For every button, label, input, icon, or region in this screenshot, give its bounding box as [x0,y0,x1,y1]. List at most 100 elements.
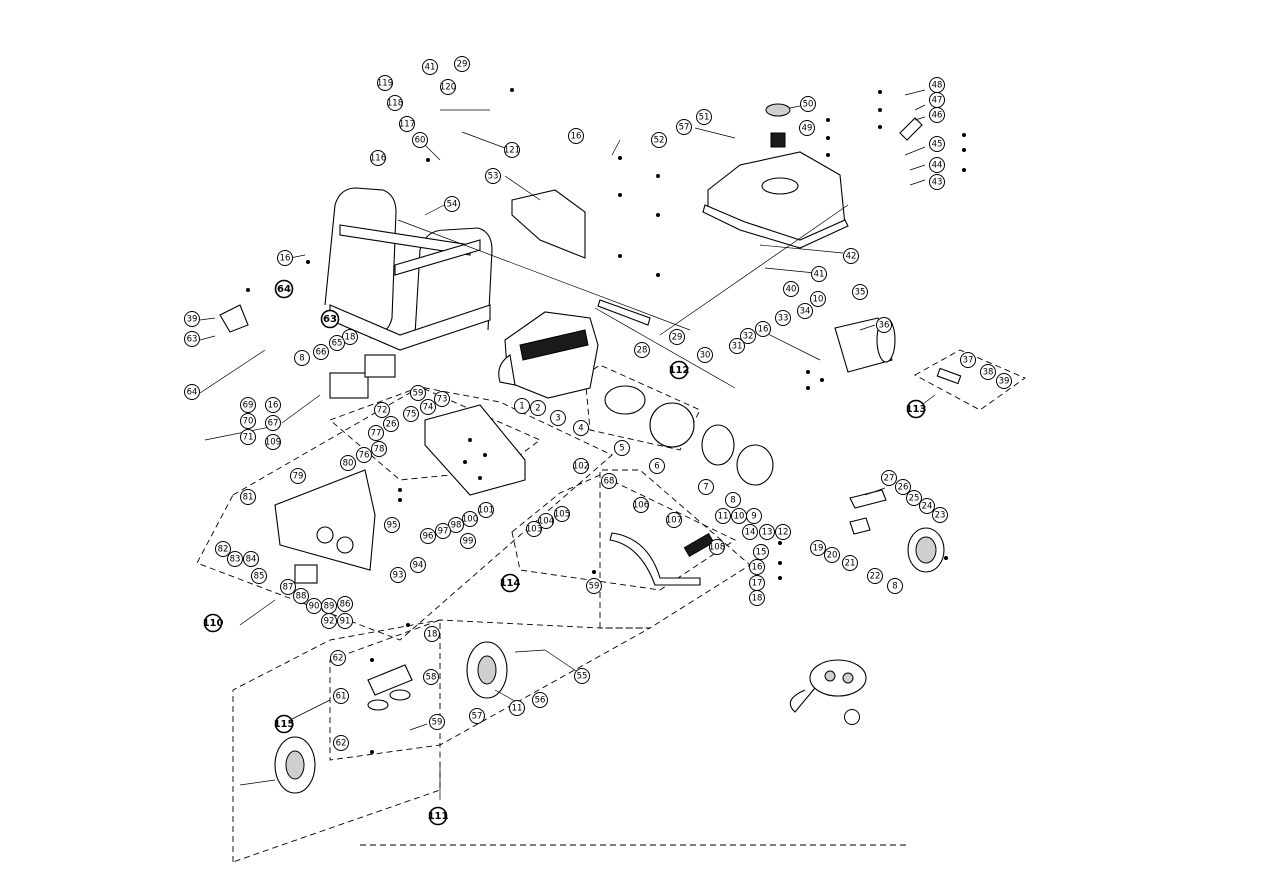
callout-29-3: 29 [454,56,470,72]
callout-label: 63 [323,314,337,325]
callout-circle [184,331,200,347]
callout-78-71: 78 [371,441,387,457]
callout-circle [243,551,259,567]
callout-label: 88 [296,592,307,602]
callout-47-16: 47 [929,92,945,108]
callout-57-136: 57 [469,708,485,724]
remote-carabiner [789,687,816,713]
callout-15-123: 15 [753,544,769,560]
callout-23-83: 23 [932,507,948,523]
callout-label: 26 [898,483,909,493]
support-leg [367,664,413,711]
callout-16-23: 16 [277,250,293,266]
callout-label: 55 [577,672,588,682]
callout-label: 84 [246,555,257,565]
battery-box [364,354,396,378]
callout-circle [277,250,293,266]
callout-circle [203,613,223,633]
callout-circle [929,157,945,173]
callout-98-87: 98 [448,517,464,533]
callout-label: 103 [526,525,542,535]
callout-label: 17 [752,579,763,589]
callout-circle [709,539,725,555]
callout-label: 46 [932,111,943,121]
callout-circle [526,521,542,537]
callout-circle [797,303,813,319]
engine-recoil [498,354,516,386]
callout-13-101: 13 [759,524,775,540]
callout-label: 68 [604,477,615,487]
callout-label: 38 [983,368,994,378]
callout-109-64: 109 [265,434,281,450]
callout-19-103: 19 [810,540,826,556]
callout-label: 33 [778,314,789,324]
callout-circle [715,508,731,524]
callout-label: 53 [488,172,499,182]
callout-99-91: 99 [460,533,476,549]
callout-label: 16 [752,563,763,573]
callout-circle [399,116,415,132]
callout-29-36: 29 [669,329,685,345]
callout-49-14: 49 [799,120,815,136]
callout-84-110: 84 [243,551,259,567]
callout-label: 66 [316,348,327,358]
wheel-rear-hub [285,750,305,780]
callout-119-1: 119 [377,75,393,91]
callout-blank-141 [844,709,860,725]
callout-89-115: 89 [321,598,337,614]
callout-26-69: 26 [383,416,399,432]
callout-label: 26 [386,420,397,430]
callout-circle [387,95,403,111]
callout-circle [448,517,464,533]
callout-10-32: 10 [810,291,826,307]
brush-holder [849,517,871,535]
callout-layer: 4111911829120117601211161651575250494847… [184,56,1012,826]
callout-label: 41 [425,63,436,73]
callout-label: 8 [299,354,304,364]
callout-113-51: 113 [906,399,926,419]
callout-label: 87 [283,583,294,593]
callout-50-13: 50 [800,96,816,112]
callout-label: 77 [371,429,382,439]
callout-circle [321,613,337,629]
callout-circle [697,347,713,363]
callout-circle [377,75,393,91]
callout-114-121: 114 [500,573,520,593]
callout-14-100: 14 [742,524,758,540]
callout-label: 29 [672,333,683,343]
callout-62-139: 62 [333,735,349,751]
wheel-56-hub [477,655,497,685]
callout-circle [824,547,840,563]
callout-39-50: 39 [996,373,1012,389]
callout-label: 65 [332,339,343,349]
bearing-cartridge [849,489,887,509]
callout-circle [420,399,436,415]
callout-circle [460,533,476,549]
callout-label: 3 [555,414,560,424]
callout-circle [906,490,922,506]
callout-label: 81 [243,493,254,503]
callout-circle [368,425,384,441]
callout-circle [843,248,859,264]
callout-label: 22 [870,572,881,582]
callout-42-24: 42 [843,248,859,264]
callout-circle [538,513,554,529]
callout-circle [887,578,903,594]
callout-label: 16 [280,254,291,264]
callout-label: 4 [578,424,583,434]
panel-outlet-1 [316,526,334,544]
callout-label: 104 [538,517,554,527]
callout-label: 95 [387,521,398,531]
callout-label: 39 [187,315,198,325]
callout-circle [240,397,256,413]
callout-label: 56 [535,696,546,706]
callout-circle [184,384,200,400]
callout-label: 58 [426,673,437,683]
stator-housing [701,424,735,466]
callout-label: 32 [743,332,754,342]
callout-circle [601,473,617,489]
callout-label: 98 [451,521,462,531]
callout-34-33: 34 [797,303,813,319]
group-box-115 [329,619,441,761]
callout-55-133: 55 [574,668,590,684]
